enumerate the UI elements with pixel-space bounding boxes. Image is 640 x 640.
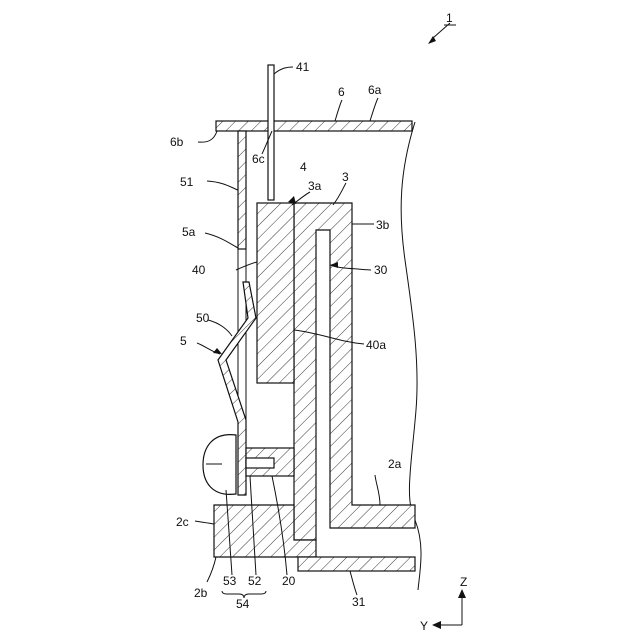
screw-head-53 [203,435,236,495]
housing-3 [294,203,415,540]
label-3b: 3b [376,218,390,232]
label-6a: 6a [368,83,382,97]
label-4: 4 [300,160,307,174]
label-6: 6 [338,85,345,99]
label-31: 31 [352,595,366,609]
wall-51 [238,131,246,249]
axis-indicator [432,589,466,629]
label-3a: 3a [308,179,322,193]
label-50: 50 [196,311,210,325]
label-6c: 6c [252,152,265,166]
arrow-1 [428,36,436,44]
screw-shank [246,458,274,468]
label-51: 51 [180,175,194,189]
label-2b: 2b [194,586,208,600]
label-3: 3 [342,170,349,184]
arrow-5 [213,348,222,354]
label-41: 41 [296,60,310,74]
plate-31 [298,557,415,571]
element-40 [257,203,294,383]
label-54: 54 [236,597,250,611]
label-52: 52 [248,574,262,588]
label-53: 53 [223,574,237,588]
axis-label-z: Z [460,575,467,589]
label-40a: 40a [366,338,386,352]
label-20: 20 [282,574,296,588]
label-6b: 6b [170,135,184,149]
axis-label-y: Y [420,619,428,633]
label-2a: 2a [388,457,402,471]
label-5: 5 [180,334,187,348]
label-40: 40 [192,263,206,277]
label-30: 30 [374,263,388,277]
label-1: 1 [446,11,453,25]
label-5a: 5a [182,225,196,239]
cover-plate-6 [216,121,412,131]
label-2c: 2c [176,515,189,529]
